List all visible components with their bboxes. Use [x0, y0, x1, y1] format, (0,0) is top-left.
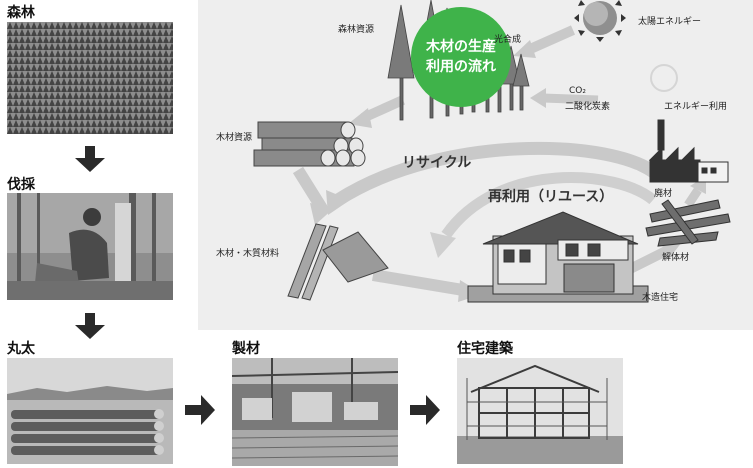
sun-icon	[574, 0, 626, 42]
right-arrow-2-stem	[410, 405, 426, 415]
log-stack-icon	[253, 121, 366, 167]
right-arrow-2-head	[426, 395, 440, 425]
wood-flow-diagram: 木材の生産 利用の流れ 森林資源 光合成 太陽エネルギー CO₂ 二酸化炭素 エ…	[198, 0, 753, 330]
logs-to-material-arrow	[292, 166, 329, 214]
harvest-photo	[7, 193, 173, 300]
recycle-arrow	[334, 141, 665, 206]
step-label-harvest: 伐採	[7, 177, 35, 193]
title-line-2: 利用の流れ	[426, 59, 496, 75]
wooden-house-icon	[467, 211, 649, 303]
wood-material-icon	[287, 223, 389, 301]
label-photosynthesis: 光合成	[494, 35, 522, 45]
step-label-log: 丸太	[7, 341, 35, 357]
step-label-forest: 森林	[7, 5, 35, 21]
label-energy-use: エネルギー利用	[664, 102, 728, 112]
log-photo	[7, 358, 173, 464]
forest-to-logs-arrow	[360, 95, 406, 123]
down-arrow-1-stem	[85, 146, 95, 158]
label-wooden-house: 木造住宅	[642, 293, 679, 303]
step-label-lumber: 製材	[232, 341, 260, 357]
title-badge: 木材の生産 利用の流れ	[411, 7, 511, 107]
demolition-wood-icon	[645, 199, 731, 247]
label-solar-energy: 太陽エネルギー	[638, 17, 702, 27]
down-arrow-1-head	[75, 158, 105, 172]
factory-icon	[648, 119, 729, 183]
title-line-1: 木材の生産	[426, 39, 496, 55]
label-co2-fixation: 二酸化炭素	[565, 102, 611, 112]
label-wood-materials: 木材・木質材料	[216, 249, 280, 259]
step-label-construction: 住宅建築	[457, 341, 513, 357]
sun-arrow	[525, 25, 576, 55]
label-waste-wood: 廃材	[654, 189, 673, 199]
material-to-house-arrow	[372, 269, 464, 296]
construction-photo	[457, 358, 623, 464]
diagram-illustration	[253, 0, 731, 303]
right-arrow-1-head	[201, 395, 215, 425]
down-arrow-2-stem	[85, 313, 95, 325]
label-reuse: 再利用（リユース）	[488, 189, 614, 205]
right-arrow-1-stem	[185, 405, 201, 415]
down-arrow-2-head	[75, 325, 105, 339]
label-recycle: リサイクル	[402, 155, 472, 171]
forest-photo	[7, 22, 173, 134]
label-co2: CO₂	[569, 86, 586, 96]
label-forest-resource: 森林資源	[338, 25, 375, 35]
label-wood-resource: 木材資源	[216, 133, 253, 143]
lumber-photo	[232, 358, 398, 466]
label-demolition-wood: 解体材	[662, 253, 690, 263]
reuse-arrow	[441, 172, 657, 239]
